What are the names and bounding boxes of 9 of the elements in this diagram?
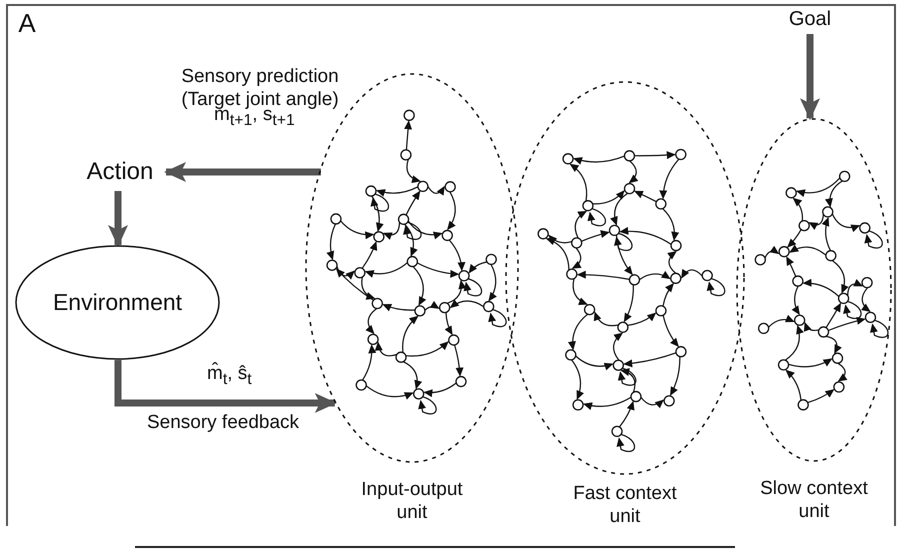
node-label: Goal	[782, 6, 838, 32]
panel-letter: A	[17, 8, 37, 40]
annotation: Sensory feedback	[146, 412, 300, 435]
arrow	[108, 191, 128, 247]
arrow	[800, 34, 820, 120]
arrow	[164, 162, 321, 182]
arrow	[114, 360, 337, 413]
ellipse-node: Environment	[15, 245, 220, 360]
node-label: Action	[80, 155, 160, 189]
